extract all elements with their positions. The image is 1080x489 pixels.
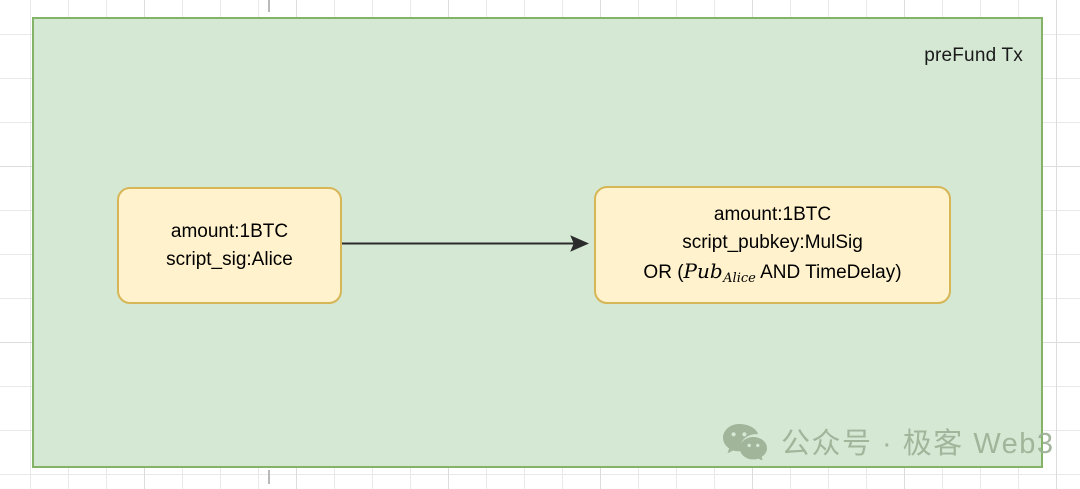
output-scriptpubkey-line: script_pubkey:MulSig bbox=[682, 232, 863, 254]
grid-tick-mark-top bbox=[268, 0, 270, 12]
grid-tick-mark-bottom bbox=[268, 470, 270, 484]
prefund-output-box[interactable]: amount:1BTC script_pubkey:MulSig OR (Pub… bbox=[594, 186, 951, 304]
condition-suffix: AND TimeDelay) bbox=[755, 262, 902, 284]
flow-arrow[interactable] bbox=[335, 228, 601, 260]
condition-pubkey-var: Pub bbox=[683, 259, 723, 284]
condition-pubkey-subscript: Alice bbox=[723, 271, 756, 287]
output-condition-line: OR (PubAlice AND TimeDelay) bbox=[643, 257, 901, 288]
output-amount-line: amount:1BTC bbox=[713, 204, 832, 226]
input-scriptsig-line: script_sig:Alice bbox=[166, 248, 293, 270]
prefund-tx-title: preFund Tx bbox=[924, 45, 1023, 66]
condition-prefix: OR ( bbox=[643, 262, 684, 284]
input-amount-line: amount:1BTC bbox=[170, 220, 289, 242]
prefund-input-box[interactable]: amount:1BTC script_sig:Alice bbox=[117, 187, 342, 304]
